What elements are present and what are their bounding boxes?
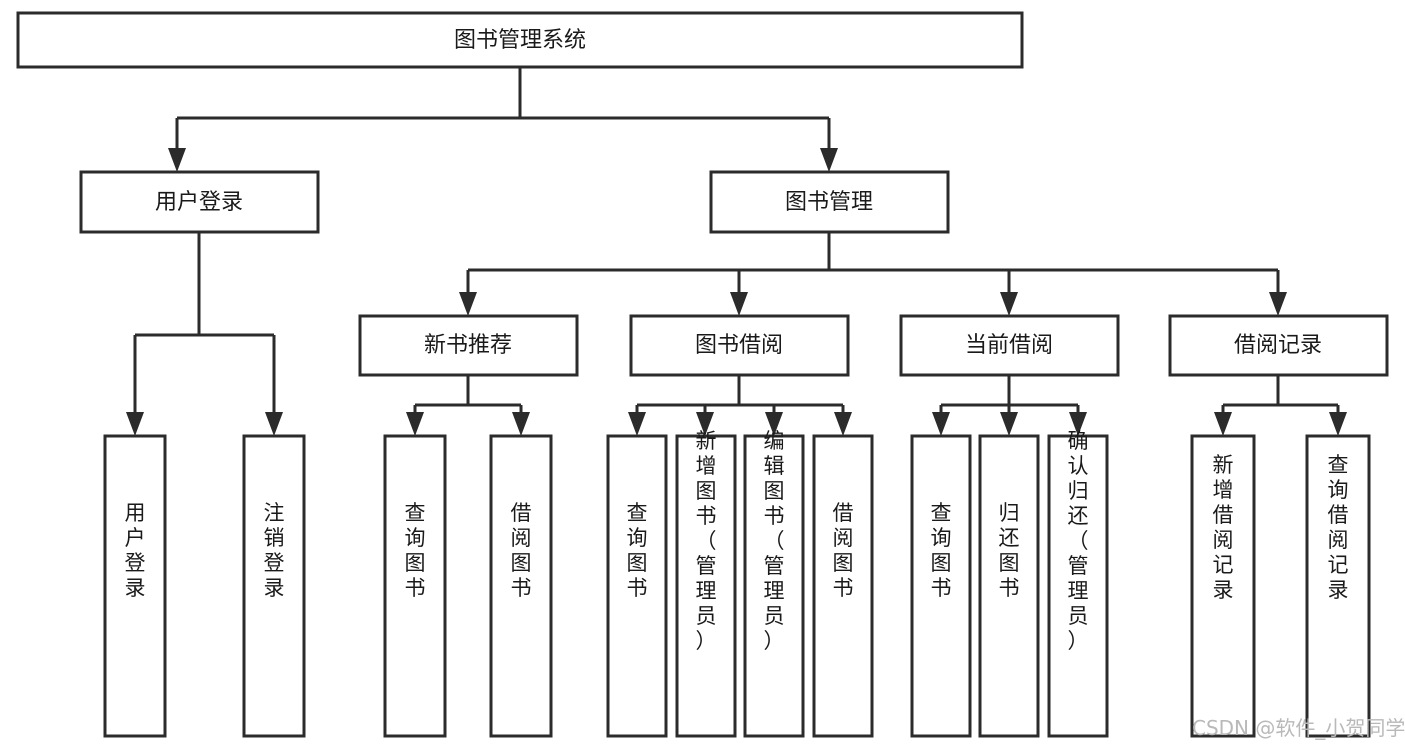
node-user-login[interactable]: 用户登录 <box>79 170 320 234</box>
arrowhead-leaf-borrow-book-2 <box>834 412 852 436</box>
leaf-user-login-label: 用户登录 <box>125 501 146 600</box>
node-book-manage[interactable]: 图书管理 <box>709 170 950 234</box>
leaf-confirm-return-admin-box[interactable] <box>1047 434 1109 738</box>
leaf-confirm-return-admin[interactable]: 确认归还（管理员） <box>1047 429 1109 738</box>
arrowhead-leaf-borrow-book-1 <box>512 412 530 436</box>
arrowhead-leaf-add-book-admin <box>696 412 714 436</box>
connector-layer <box>126 67 1347 436</box>
leaf-query-borrow-record-box[interactable] <box>1305 434 1371 738</box>
leaf-query-book-1-label: 查询图书 <box>405 501 426 600</box>
leaf-add-book-admin[interactable]: 新增图书（管理员） <box>675 429 737 738</box>
arrowhead-book-manage <box>820 148 838 172</box>
book-manage-box[interactable] <box>709 170 950 234</box>
leaf-borrow-book-2-box[interactable] <box>812 434 874 738</box>
leaf-query-book-1[interactable]: 查询图书 <box>383 434 447 738</box>
leaf-query-book-3-label: 查询图书 <box>931 501 952 600</box>
leaf-query-borrow-record-label: 查询借阅记录 <box>1328 453 1349 602</box>
leaf-return-book-box[interactable] <box>978 434 1040 738</box>
arrowhead-leaf-logout-login <box>265 412 283 436</box>
arrowhead-leaf-query-borrow-record <box>1329 412 1347 436</box>
leaf-edit-book-admin-box[interactable] <box>743 434 805 738</box>
arrowhead-borrow-record <box>1269 292 1287 316</box>
root-box[interactable] <box>16 11 1024 69</box>
root-label: 图书管理系统 <box>454 28 586 53</box>
arrowhead-leaf-confirm-return-admin <box>1069 412 1087 436</box>
leaf-add-book-admin-label: 新增图书（管理员） <box>696 429 717 653</box>
arrowhead-leaf-query-book-3 <box>932 412 950 436</box>
leaf-add-borrow-record[interactable]: 新增借阅记录 <box>1190 434 1256 738</box>
leaf-logout-login-box[interactable] <box>242 434 306 738</box>
arrowhead-new-book-recommend <box>459 292 477 316</box>
user-login-box[interactable] <box>79 170 320 234</box>
leaf-query-book-2-box[interactable] <box>606 434 668 738</box>
leaf-logout-login-label: 注销登录 <box>264 501 285 600</box>
book-borrow-box[interactable] <box>629 314 850 377</box>
leaf-query-borrow-record[interactable]: 查询借阅记录 <box>1305 434 1371 738</box>
book-manage-label: 图书管理 <box>785 190 873 215</box>
current-borrow-box[interactable] <box>899 314 1120 377</box>
borrow-record-box[interactable] <box>1168 314 1389 377</box>
arrowhead-book-borrow <box>730 292 748 316</box>
leaf-add-borrow-record-box[interactable] <box>1190 434 1256 738</box>
node-book-borrow[interactable]: 图书借阅 <box>629 314 850 377</box>
node-current-borrow[interactable]: 当前借阅 <box>899 314 1120 377</box>
leaf-borrow-book-2-label: 借阅图书 <box>833 501 854 600</box>
arrowhead-leaf-edit-book-admin <box>765 412 783 436</box>
leaf-borrow-book-1[interactable]: 借阅图书 <box>489 434 553 738</box>
leaf-query-book-1-box[interactable] <box>383 434 447 738</box>
arrowhead-leaf-query-book-1 <box>406 412 424 436</box>
leaf-query-book-2[interactable]: 查询图书 <box>606 434 668 738</box>
book-borrow-label: 图书借阅 <box>695 333 783 358</box>
arrowhead-current-borrow <box>1000 292 1018 316</box>
leaf-edit-book-admin-label: 编辑图书（管理员） <box>764 429 785 653</box>
current-borrow-label: 当前借阅 <box>965 333 1053 358</box>
borrow-record-label: 借阅记录 <box>1234 333 1322 358</box>
leaf-return-book[interactable]: 归还图书 <box>978 434 1040 738</box>
leaf-user-login[interactable]: 用户登录 <box>103 434 167 738</box>
node-borrow-record[interactable]: 借阅记录 <box>1168 314 1389 377</box>
arrowhead-user-login <box>168 148 186 172</box>
leaf-logout-login[interactable]: 注销登录 <box>242 434 306 738</box>
leaf-user-login-box[interactable] <box>103 434 167 738</box>
leaf-confirm-return-admin-label: 确认归还（管理员） <box>1068 429 1089 653</box>
leaf-edit-book-admin[interactable]: 编辑图书（管理员） <box>743 429 805 738</box>
new-book-recommend-box[interactable] <box>358 314 579 377</box>
node-new-book-recommend[interactable]: 新书推荐 <box>358 314 579 377</box>
leaf-add-book-admin-box[interactable] <box>675 434 737 738</box>
leaf-borrow-book-2[interactable]: 借阅图书 <box>812 434 874 738</box>
leaf-return-book-label: 归还图书 <box>999 501 1020 600</box>
leaf-add-borrow-record-label: 新增借阅记录 <box>1213 453 1234 602</box>
new-book-recommend-label: 新书推荐 <box>424 333 512 358</box>
user-login-label: 用户登录 <box>155 190 243 215</box>
leaf-borrow-book-1-box[interactable] <box>489 434 553 738</box>
leaf-borrow-book-1-label: 借阅图书 <box>511 501 532 600</box>
arrowhead-leaf-query-book-2 <box>628 412 646 436</box>
leaf-query-book-2-label: 查询图书 <box>627 501 648 600</box>
arrowhead-leaf-user-login <box>126 412 144 436</box>
node-root[interactable]: 图书管理系统 <box>16 11 1024 69</box>
csdn-watermark: CSDN @软件_小贺同学 <box>1192 716 1405 740</box>
arrowhead-leaf-add-borrow-record <box>1214 412 1232 436</box>
arrowhead-leaf-return-book <box>1000 412 1018 436</box>
leaf-query-book-3[interactable]: 查询图书 <box>910 434 972 738</box>
leaf-query-book-3-box[interactable] <box>910 434 972 738</box>
